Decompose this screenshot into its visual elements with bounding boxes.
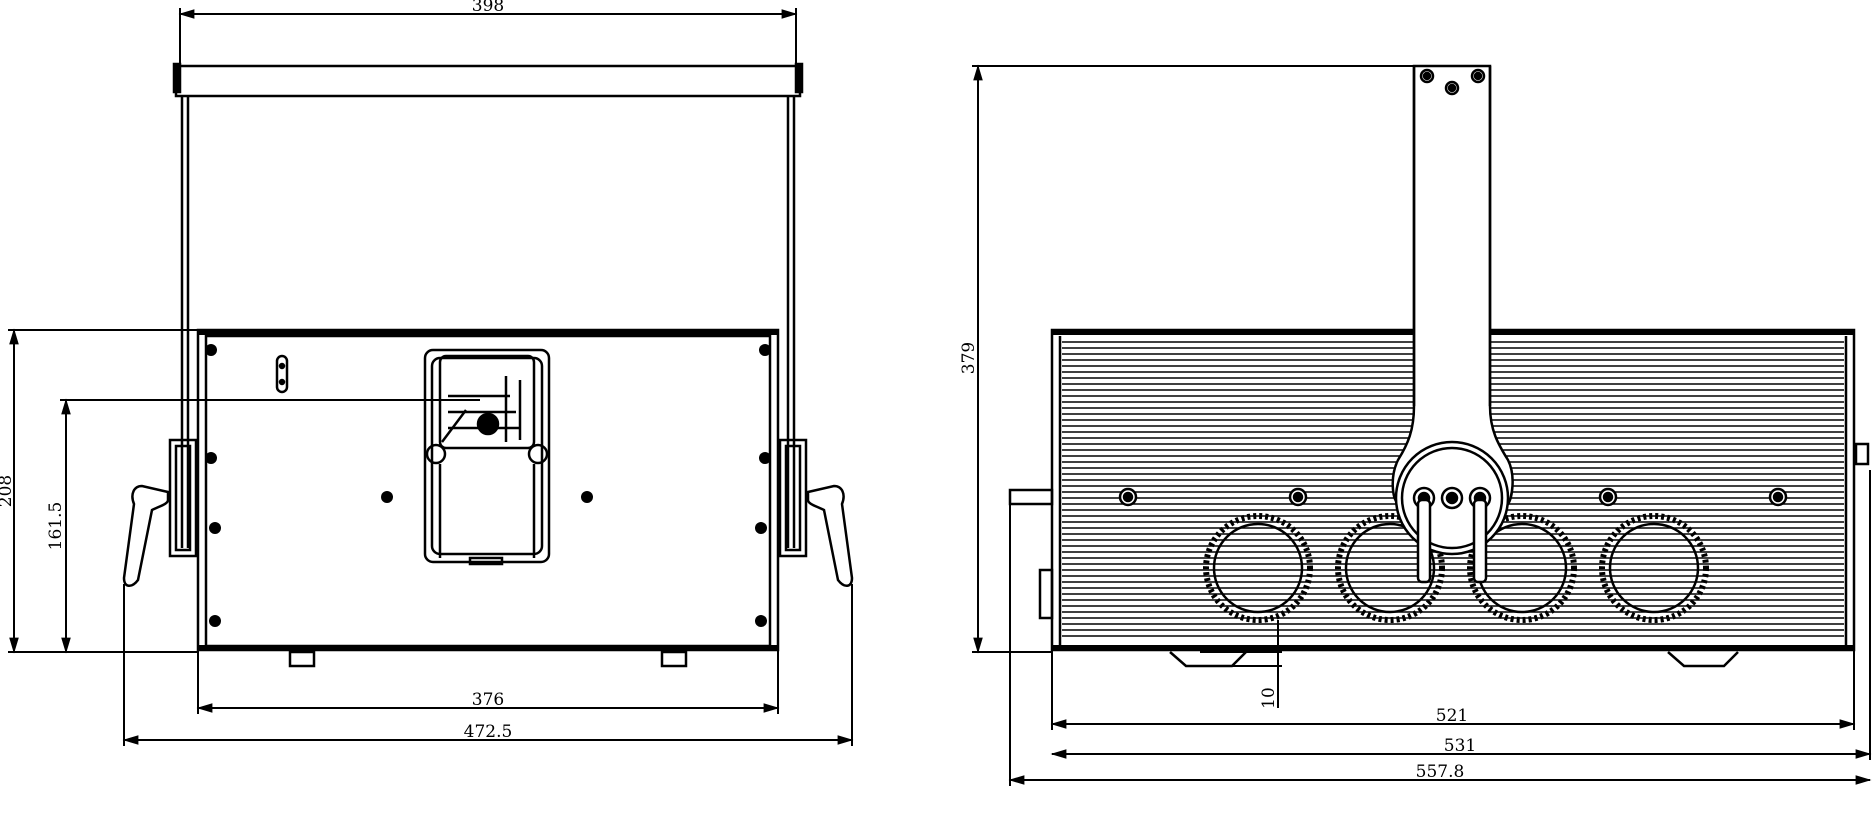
dim-label-557-8: 557.8 [1416, 762, 1465, 782]
front-view [122, 62, 854, 668]
front-left-handle [122, 484, 170, 587]
front-left-pivot [168, 438, 198, 558]
front-slot [275, 354, 289, 394]
dim-label-472-5: 472.5 [464, 722, 513, 742]
side-dimensions [972, 64, 1872, 786]
dim-label-531: 531 [1444, 736, 1476, 756]
dim-label-208: 208 [0, 475, 16, 507]
dim-label-398: 398 [472, 0, 504, 16]
front-aperture-module [423, 348, 551, 566]
dim-label-379: 379 [959, 342, 979, 374]
front-bracket [172, 62, 804, 548]
side-fans [1203, 513, 1709, 623]
front-housing [196, 328, 780, 668]
dim-label-521: 521 [1436, 706, 1468, 726]
dim-label-376: 376 [472, 690, 504, 710]
side-view [1008, 64, 1870, 668]
front-right-handle [806, 484, 854, 587]
side-screws [1118, 487, 1788, 507]
dim-label-161-5: 161.5 [46, 502, 66, 551]
side-bracket-arm [1391, 64, 1514, 584]
dim-label-10: 10 [1259, 687, 1279, 709]
front-dimensions [8, 8, 854, 746]
front-screws [205, 344, 771, 627]
front-right-pivot [778, 438, 808, 558]
